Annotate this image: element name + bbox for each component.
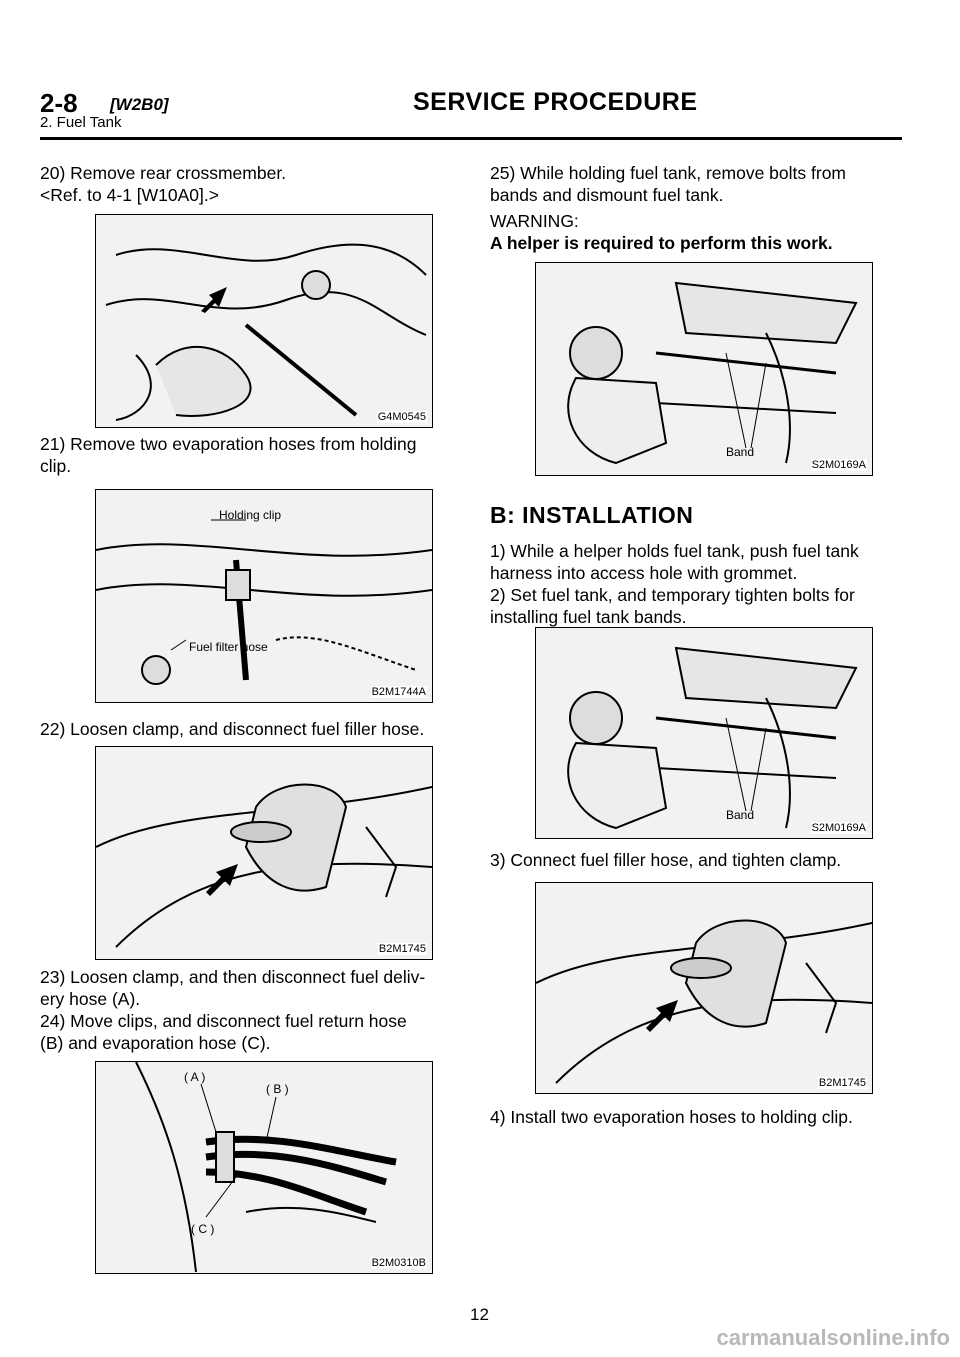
- step-22: 22) Loosen clamp, and disconnect fuel fi…: [40, 719, 425, 739]
- install-step-3: 3) Connect fuel filler hose, and tighten…: [490, 850, 842, 870]
- remove-tank-illustration: [567, 281, 858, 465]
- figure-filler-hose: B2M1745: [95, 746, 433, 960]
- install-step-2-line1: 2) Set fuel tank, and temporary tighten …: [490, 585, 855, 605]
- header-divider: [40, 137, 902, 140]
- figure-connect-hose: B2M1745: [535, 882, 873, 1094]
- label-fuel-filter-hose: Fuel filter hose: [189, 640, 268, 654]
- figure-fuel-hoses: ( A ) ( B ) ( C ) B2M0310B: [95, 1061, 433, 1274]
- figure-holding-clip: Holding clip Fuel filter hose B2M1744A: [95, 489, 433, 703]
- arrow-icon: [646, 1000, 678, 1032]
- step-25-line2: bands and dismount fuel tank.: [490, 185, 724, 205]
- filler-hose-illustration: [96, 783, 432, 948]
- fuel-hoses-illustration: [135, 1062, 397, 1273]
- page-title: SERVICE PROCEDURE: [413, 88, 698, 116]
- page-code: 2-8: [40, 88, 78, 118]
- connect-hose-illustration: [536, 919, 872, 1084]
- step-21: 21) Remove two evaporation hoses from ho…: [40, 433, 416, 477]
- step-23-line1: 23) Loosen clamp, and then disconnect fu…: [40, 967, 426, 987]
- step-23: 23) Loosen clamp, and then disconnect fu…: [40, 966, 425, 1010]
- label-c: ( C ): [191, 1222, 215, 1236]
- install-step-2: 2) Set fuel tank, and temporary tighten …: [490, 584, 855, 628]
- step-20-text: 20) Remove rear crossmember.: [40, 163, 287, 183]
- step-21-line1: 21) Remove two evaporation hoses from ho…: [40, 434, 417, 454]
- install-step-4: 4) Install two evaporation hoses to hold…: [490, 1107, 853, 1127]
- figure-install-tank: Band S2M0169A: [535, 627, 873, 839]
- arrow-icon: [206, 864, 238, 896]
- arrow-icon: [201, 287, 227, 313]
- label-band: Band: [726, 808, 755, 822]
- section-name: 2. Fuel Tank: [40, 114, 122, 131]
- figure-caption: S2M0169A: [810, 459, 867, 471]
- label-a: ( A ): [184, 1070, 206, 1084]
- warning-text: A helper is required to perform this wor…: [490, 233, 833, 253]
- install-step-1: 1) While a helper holds fuel tank, push …: [490, 540, 859, 584]
- label-band: Band: [726, 445, 755, 459]
- figure-caption: B2M0310B: [370, 1257, 427, 1269]
- step-25: 25) While holding fuel tank, remove bolt…: [490, 162, 846, 206]
- label-holding-clip: Holding clip: [219, 508, 282, 522]
- crossmember-illustration: [105, 243, 427, 421]
- install-step-1-line2: harness into access hole with grommet.: [490, 563, 798, 583]
- holding-clip-illustration: [96, 519, 432, 685]
- step-24: 24) Move clips, and disconnect fuel retu…: [40, 1010, 407, 1054]
- install-step-2-line2: installing fuel tank bands.: [490, 607, 687, 627]
- install-tank-illustration: [567, 646, 858, 830]
- warning-label: WARNING:: [490, 211, 579, 231]
- figure-caption: B2M1744A: [370, 686, 427, 698]
- label-b: ( B ): [266, 1082, 289, 1096]
- step-20: 20) Remove rear crossmember. <Ref. to 4-…: [40, 162, 286, 206]
- step-25-line1: 25) While holding fuel tank, remove bolt…: [490, 163, 846, 183]
- section-title: B: INSTALLATION: [490, 502, 694, 528]
- figure-caption: G4M0545: [376, 411, 427, 423]
- step-23-line2: ery hose (A).: [40, 989, 141, 1009]
- figure-caption: B2M1745: [377, 943, 427, 955]
- step-24-line1: 24) Move clips, and disconnect fuel retu…: [40, 1011, 407, 1031]
- page-subcode: [W2B0]: [110, 95, 169, 114]
- page-number: 12: [470, 1305, 489, 1324]
- warning-block: WARNING: A helper is required to perform…: [490, 210, 833, 254]
- figure-crossmember: G4M0545: [95, 214, 433, 428]
- figure-remove-tank: Band S2M0169A: [535, 262, 873, 476]
- install-step-1-line1: 1) While a helper holds fuel tank, push …: [490, 541, 859, 561]
- step-21-line2: clip.: [40, 456, 72, 476]
- step-20-ref: <Ref. to 4-1 [W10A0].>: [40, 185, 219, 205]
- figure-caption: S2M0169A: [810, 822, 867, 834]
- step-24-line2: (B) and evaporation hose (C).: [40, 1033, 271, 1053]
- figure-caption: B2M1745: [817, 1077, 867, 1089]
- watermark: carmanualsonline.info: [716, 1325, 951, 1350]
